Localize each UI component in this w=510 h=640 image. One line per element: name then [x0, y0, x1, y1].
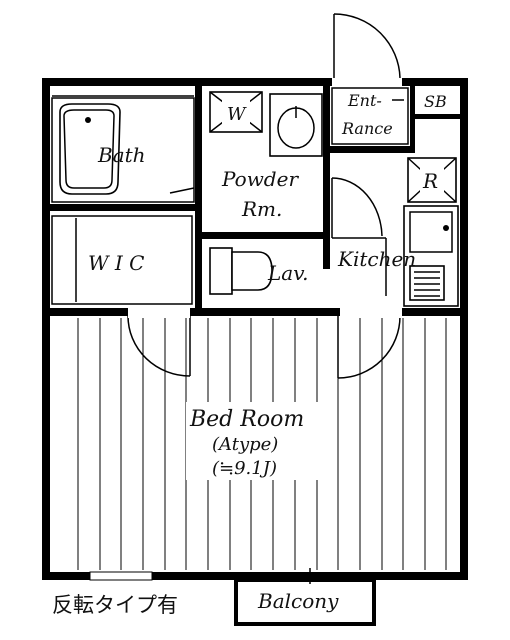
lavatory-label: Lav.	[267, 261, 309, 285]
bedroom-doors	[127, 312, 402, 379]
washer-label: W	[227, 104, 247, 125]
bath-outline	[51, 95, 195, 203]
interior-walls	[42, 86, 468, 316]
entrance-door	[333, 13, 401, 79]
washbasin-icon	[269, 93, 323, 157]
entrance-step	[331, 87, 409, 145]
stove-icon	[409, 265, 445, 301]
wic-label: W I C	[88, 251, 144, 275]
bedroom-size-label: (≒9.1J)	[212, 458, 277, 479]
washer-box	[209, 91, 263, 133]
refrigerator-box	[407, 157, 457, 203]
bath-label: Bath	[97, 143, 146, 167]
balcony-box	[234, 568, 376, 626]
bathtub-icon	[59, 103, 121, 195]
powder-room-label-line2: Rm.	[241, 197, 282, 221]
bedroom-type-label: (Atype)	[212, 434, 278, 455]
wic-shelf	[51, 215, 193, 305]
entrance-label-line2: Rance	[341, 119, 393, 138]
kitchen-door	[331, 177, 387, 296]
shoe-box-label: SB	[424, 92, 447, 111]
refrigerator-label: R	[422, 169, 438, 193]
balcony-label: Balcony	[257, 589, 339, 613]
kitchen-label: Kitchen	[337, 247, 416, 271]
entrance-label-line1: Ent-	[347, 91, 382, 110]
bedroom-label: Bed Room	[189, 407, 304, 432]
bedroom-floor-stripes	[77, 318, 447, 570]
powder-room-label-line1: Powder	[221, 167, 299, 191]
reverse-type-note: 反転タイプ有	[52, 593, 178, 617]
toilet-icon	[209, 247, 273, 295]
